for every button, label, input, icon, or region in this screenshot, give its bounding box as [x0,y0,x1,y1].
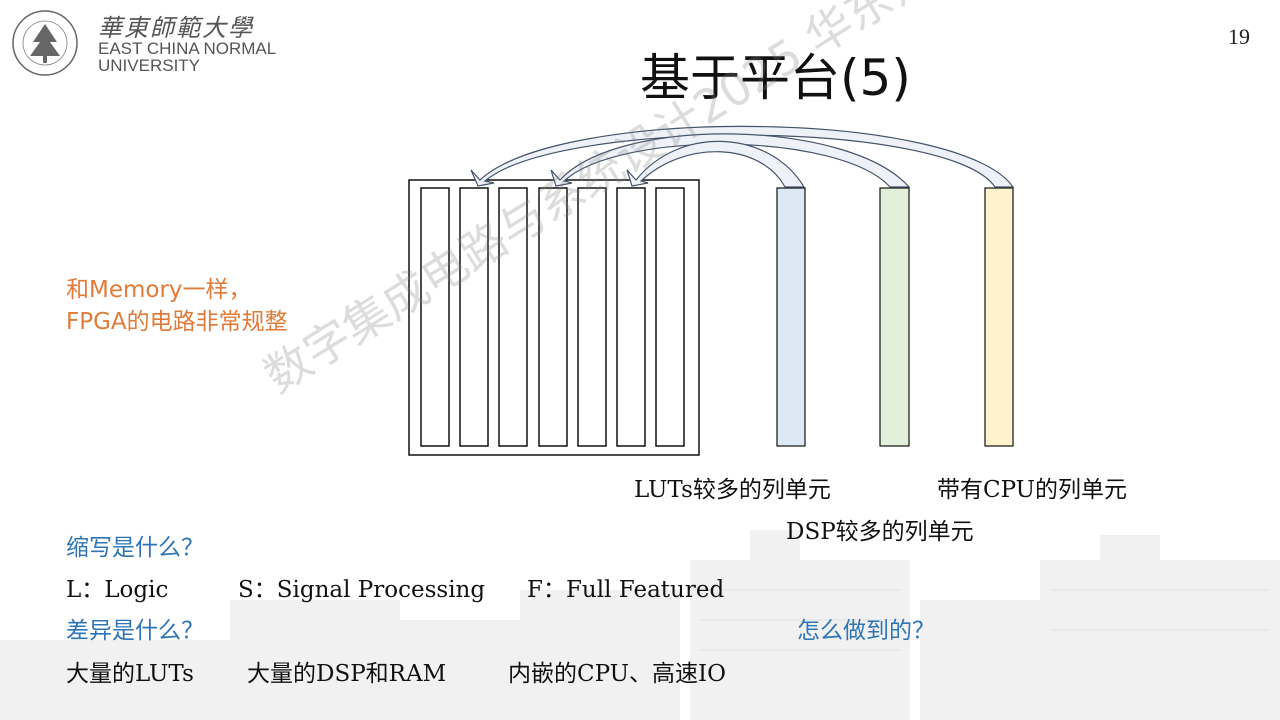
label-cpu-column: 带有CPU的列单元 [937,470,1127,504]
answer-signal-processing: S：Signal Processing [238,570,485,604]
column-dsp [880,188,909,446]
left-note-line2: FPGA的电路非常规整 [66,302,288,336]
pine-tree-seal-icon [10,8,80,78]
answer-embedded-cpu-io: 内嵌的CPU、高速IO [508,654,726,688]
column-luts [777,188,805,446]
answer-many-luts: 大量的LUTs [66,654,194,688]
slide-title: 基于平台(5) [640,38,940,110]
answer-logic: L：Logic [66,570,168,604]
answer-many-dsp-ram: 大量的DSP和RAM [247,654,446,688]
column-cpu [985,188,1013,446]
logo-chinese-name: 華東師範大學 [98,8,254,43]
logo-english-line2: UNIVERSITY [98,56,200,76]
question-abbreviation: 缩写是什么？ [66,528,204,562]
question-difference: 差异是什么？ [66,611,204,645]
label-dsp-column: DSP较多的列单元 [786,512,974,546]
fpga-array [409,180,699,455]
question-how: 怎么做到的？ [797,611,935,645]
page-number: 19 [1228,24,1250,50]
label-luts-column: LUTs较多的列单元 [634,470,831,504]
left-note-line1: 和Memory一样， [66,270,252,304]
answer-full-featured: F：Full Featured [527,570,724,604]
curved-arrows [471,126,1013,187]
